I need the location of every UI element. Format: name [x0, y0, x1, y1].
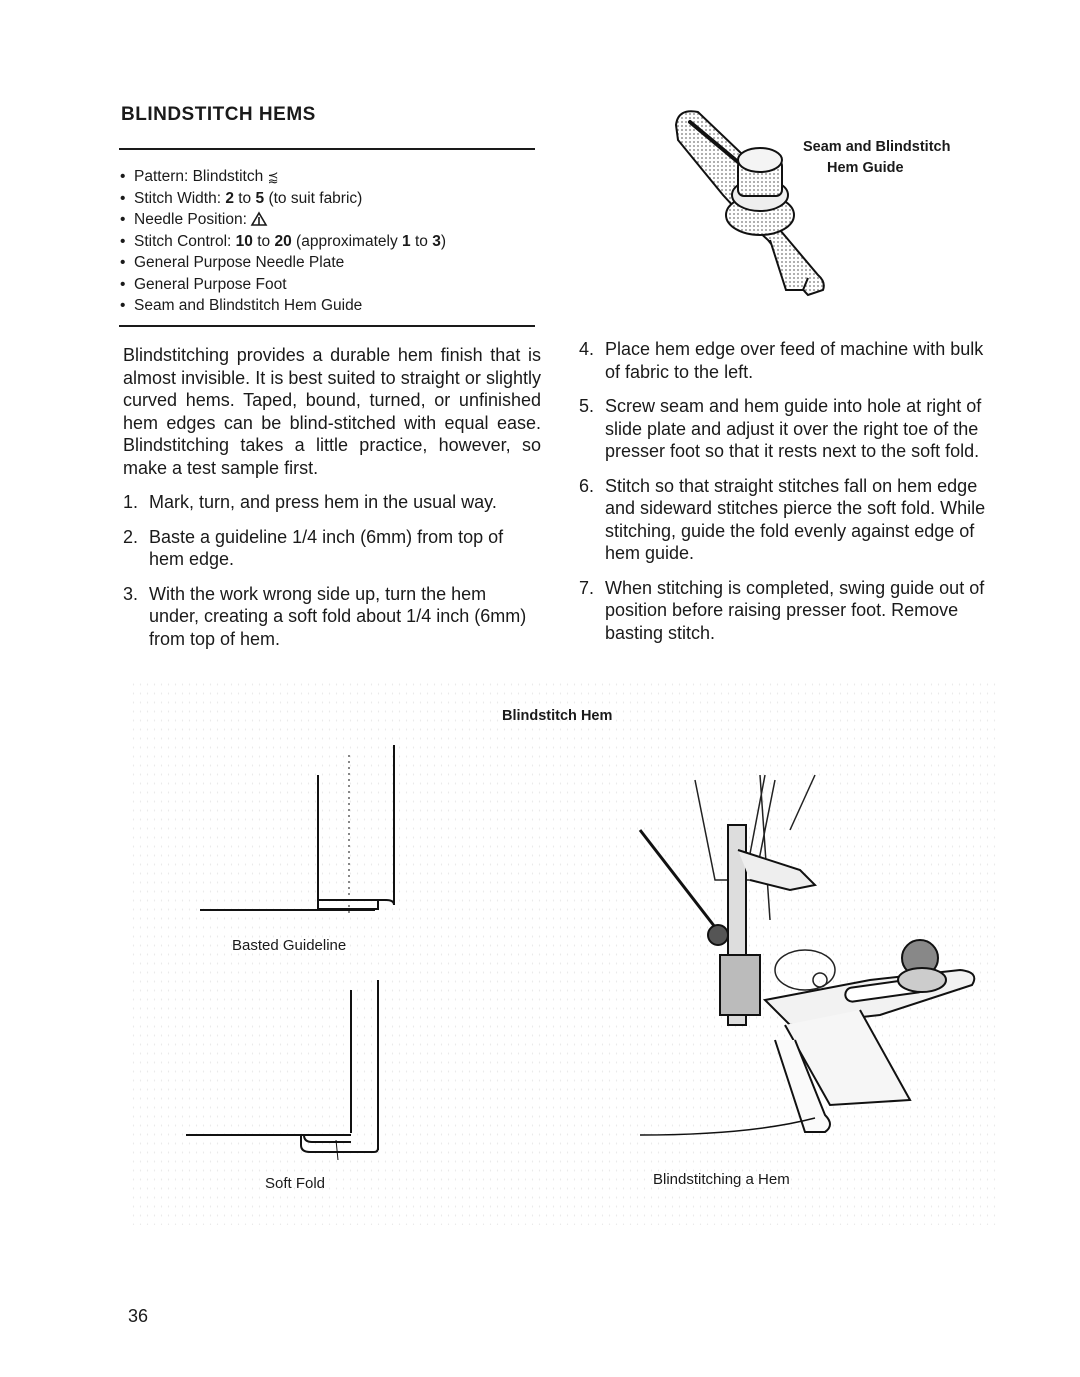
section-heading: BLINDSTITCH HEMS	[121, 104, 316, 125]
spec-needle-plate: General Purpose Needle Plate	[120, 252, 446, 274]
blindstitch-symbol-icon: ⪷	[267, 169, 279, 184]
hem-guide-illustration	[674, 110, 825, 297]
guide-caption-line2: Hem Guide	[827, 160, 904, 176]
spec-stitch-width: Stitch Width: 2 to 5 (to suit fabric)	[120, 188, 446, 210]
right-column: 4.Place hem edge over feed of machine wi…	[579, 338, 997, 656]
step-1: 1.Mark, turn, and press hem in the usual…	[123, 492, 497, 512]
intro-paragraph: Blindstitching provides a durable hem fi…	[123, 345, 541, 478]
figure-title: Blindstitch Hem	[502, 708, 613, 724]
spec-pattern: Pattern: Blindstitch ⪷	[120, 166, 446, 188]
spec-stitch-control: Stitch Control: 10 to 20 (approximately …	[120, 231, 446, 253]
spec-list: Pattern: Blindstitch ⪷ Stitch Width: 2 t…	[120, 166, 446, 317]
top-rule	[119, 148, 535, 150]
spec-hem-guide: Seam and Blindstitch Hem Guide	[120, 295, 446, 317]
step-7: 7.When stitching is completed, swing gui…	[579, 577, 985, 643]
left-column: Blindstitching provides a durable hem fi…	[123, 344, 541, 662]
blindstitching-illustration	[638, 774, 976, 1136]
step-2: 2.Baste a guideline 1/4 inch (6mm) from …	[123, 526, 504, 570]
needle-position-icon	[250, 211, 268, 228]
guide-caption-line1: Seam and Blindstitch	[803, 139, 951, 155]
step-3: 3.With the work wrong side up, turn the …	[123, 583, 527, 649]
spec-foot: General Purpose Foot	[120, 274, 446, 296]
bottom-rule	[119, 325, 535, 327]
step-6: 6.Stitch so that straight stitches fall …	[579, 475, 986, 564]
basted-guideline-diagram	[200, 745, 395, 915]
soft-fold-caption: Soft Fold	[265, 1175, 326, 1192]
blindstitching-caption: Blindstitching a Hem	[653, 1171, 790, 1188]
basted-guideline-caption: Basted Guideline	[232, 937, 347, 954]
step-5: 5.Screw seam and hem guide into hole at …	[579, 396, 982, 461]
step-4: 4.Place hem edge over feed of machine wi…	[579, 339, 984, 382]
spec-needle-position: Needle Position:	[120, 209, 446, 231]
soft-fold-diagram	[186, 980, 379, 1161]
page-number: 36	[128, 1306, 149, 1326]
